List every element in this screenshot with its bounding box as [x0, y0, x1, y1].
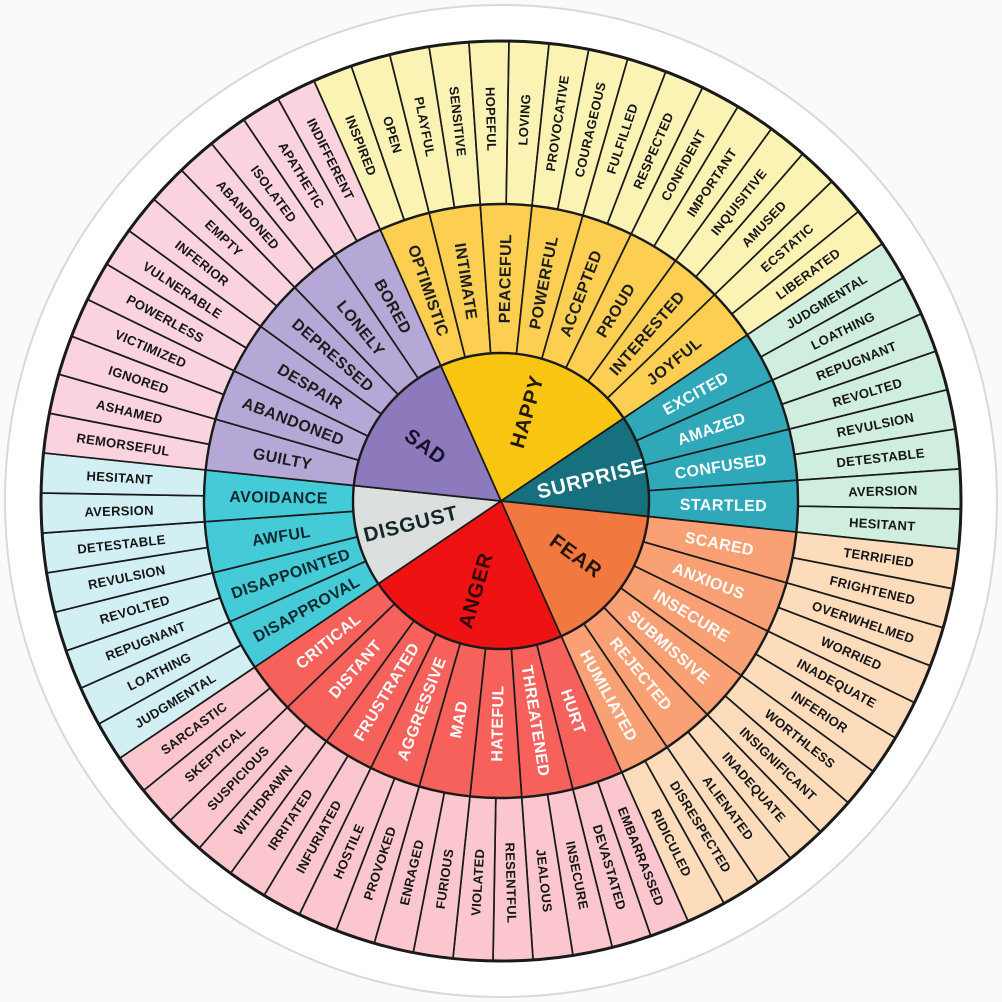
outer-label-hopeful: HOPEFUL	[483, 87, 500, 152]
outer-ring-outline	[39, 39, 963, 963]
middle-ring-outline	[202, 202, 800, 800]
outer-label-jealous: JEALOUS	[533, 848, 555, 913]
outer-label-violated: VIOLATED	[468, 848, 487, 916]
outer-label-aversion: AVERSION	[84, 503, 154, 520]
middle-label-peaceful: PEACEFUL	[497, 234, 516, 324]
middle-label-avoidance: AVOIDANCE	[229, 489, 328, 508]
outer-label-hesitant: HESITANT	[86, 468, 153, 487]
middle-label-startled: STARTLED	[680, 497, 768, 516]
outer-label-resentful: RESENTFUL	[502, 842, 519, 923]
outer-label-aversion: AVERSION	[848, 483, 918, 500]
outer-label-loving: LOVING	[515, 93, 533, 145]
middle-label-hateful: HATEFUL	[489, 685, 507, 762]
core-ring-outline	[351, 351, 651, 651]
middle-label-mad: MAD	[448, 700, 472, 740]
outer-label-hesitant: HESITANT	[849, 515, 916, 534]
